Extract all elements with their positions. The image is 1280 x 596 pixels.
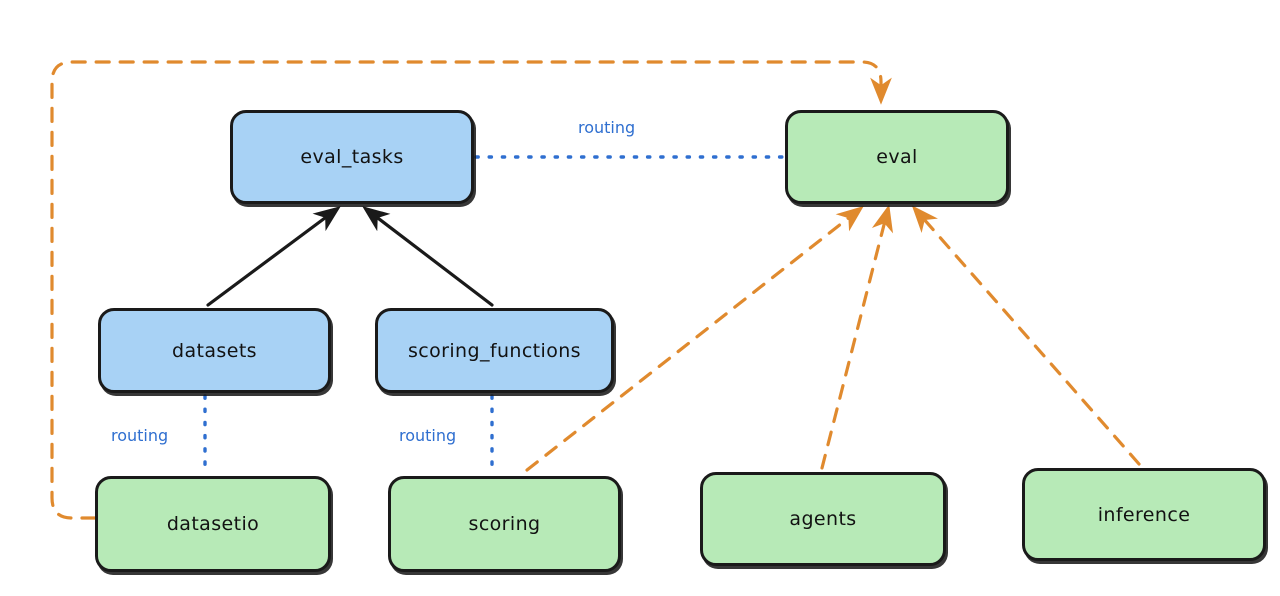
edge-solid-datasets-eval_tasks xyxy=(206,206,341,307)
node-eval[interactable]: eval xyxy=(785,110,1009,204)
edge-label-routing-scoring-functions-scoring: routing xyxy=(399,426,457,445)
node-inference[interactable]: inference xyxy=(1022,468,1266,561)
node-label: eval xyxy=(876,146,918,168)
node-datasets[interactable]: datasets xyxy=(98,308,331,393)
node-label: scoring_functions xyxy=(408,339,581,362)
edge-label-routing-eval-tasks-eval: routing xyxy=(578,118,636,137)
node-agents[interactable]: agents xyxy=(700,472,946,566)
edge-dashed-inference-eval xyxy=(911,205,1141,466)
node-scoring[interactable]: scoring xyxy=(388,476,621,572)
node-label: inference xyxy=(1097,503,1191,526)
node-eval-tasks[interactable]: eval_tasks xyxy=(230,110,474,204)
node-label: eval_tasks xyxy=(300,146,404,168)
node-label: agents xyxy=(789,508,857,530)
edge-dashed-agents-eval xyxy=(820,204,894,470)
edge-solid-scoring_functions-eval_tasks xyxy=(362,206,494,307)
node-label: scoring xyxy=(468,513,541,535)
node-scoring-functions[interactable]: scoring_functions xyxy=(375,308,614,393)
node-label: datasetio xyxy=(166,513,260,535)
node-datasetio[interactable]: datasetio xyxy=(95,476,331,572)
node-label: datasets xyxy=(172,339,257,362)
edge-label-routing-datasets-datasetio: routing xyxy=(111,426,169,445)
